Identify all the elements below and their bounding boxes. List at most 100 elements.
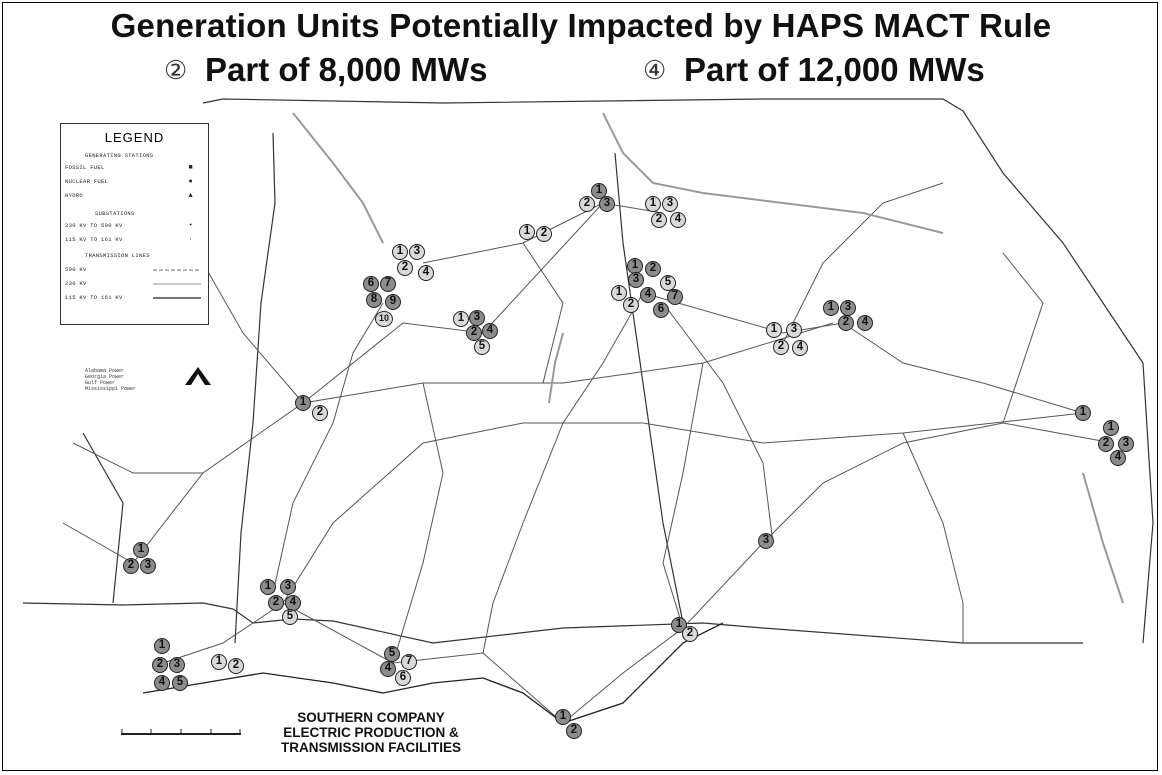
- legend-title: LEGEND: [104, 130, 165, 145]
- unit-marker: 5: [474, 339, 490, 355]
- legend-row-hydro: HYDRO▲: [65, 192, 193, 200]
- unit-marker: 3: [409, 244, 425, 260]
- unit-marker: 3: [169, 657, 185, 673]
- unit-marker: 1: [766, 322, 782, 338]
- hydro-triangle-icon: ▲: [188, 192, 193, 200]
- unit-marker: 1: [519, 224, 535, 240]
- unit-marker: 6: [395, 670, 411, 686]
- map-legend: LEGEND GENERATING STATIONS FOSSIL FUEL■ …: [60, 123, 209, 325]
- unit-marker: 4: [154, 675, 170, 691]
- unit-marker: 2: [228, 658, 244, 674]
- unit-marker: 2: [123, 558, 139, 574]
- legend-row-230kv: 230 KV: [65, 280, 87, 287]
- unit-marker: 1: [133, 542, 149, 558]
- unit-marker: 2: [152, 657, 168, 673]
- unit-marker: 3: [662, 196, 678, 212]
- nuclear-fuel-circle-icon: ●: [188, 178, 193, 186]
- unit-marker: 3: [1118, 436, 1134, 452]
- unit-marker: 6: [363, 276, 379, 292]
- unit-marker: 4: [482, 323, 498, 339]
- unit-marker: 5: [660, 275, 676, 291]
- legend-row-115-161kv-line: 115 KV TO 161 KV: [65, 294, 123, 301]
- company-line-3: TRANSMISSION FACILITIES: [280, 740, 461, 755]
- southern-company-logo-icon: [185, 367, 211, 385]
- unit-marker: 2: [566, 723, 582, 739]
- unit-marker: 3: [140, 558, 156, 574]
- map-base: [22, 98, 1154, 724]
- unit-marker: 1: [295, 395, 311, 411]
- unit-marker: 5: [282, 609, 298, 625]
- unit-marker: 3: [469, 310, 485, 326]
- unit-marker: 3: [599, 196, 615, 212]
- legend-row-transmission-lines: TRANSMISSION LINES: [85, 252, 150, 259]
- legend-row-500kv: 500 KV: [65, 266, 87, 273]
- legend-line-samples: [153, 269, 201, 299]
- unit-marker: 1: [591, 183, 607, 199]
- unit-marker: 2: [268, 595, 284, 611]
- unit-marker: 7: [380, 276, 396, 292]
- unit-marker: 5: [172, 675, 188, 691]
- unit-marker: 2: [773, 339, 789, 355]
- unit-marker: 2: [838, 315, 854, 331]
- unit-marker: 4: [1110, 450, 1126, 466]
- substation-small-dot-icon: ·: [188, 236, 193, 244]
- part-of-8000-symbol: ②: [164, 55, 188, 85]
- unit-marker: 4: [640, 287, 656, 303]
- map-title: Generation Units Potentially Impacted by…: [110, 7, 1052, 44]
- unit-marker: 3: [758, 533, 774, 549]
- part-of-8000-label: Part of 8,000 MWs: [205, 51, 488, 88]
- unit-marker: 9: [385, 294, 401, 310]
- scale-bar: [121, 725, 249, 759]
- unit-marker: 7: [667, 289, 683, 305]
- unit-marker: 4: [792, 340, 808, 356]
- coastline: [142, 622, 724, 724]
- part-of-12000-symbol: ④: [643, 55, 667, 85]
- unit-marker: 2: [623, 297, 639, 313]
- unit-marker: 1: [823, 300, 839, 316]
- unit-marker: 1: [260, 579, 276, 595]
- unit-marker: 7: [401, 654, 417, 670]
- legend-row-nuclear-fuel: NUCLEAR FUEL●: [65, 178, 193, 186]
- unit-marker: 3: [628, 272, 644, 288]
- unit-marker: 4: [380, 661, 396, 677]
- part-of-12000-label: Part of 12,000 MWs: [684, 51, 985, 88]
- unit-marker: 5: [384, 646, 400, 662]
- unit-marker: 2: [682, 626, 698, 642]
- fossil-fuel-square-icon: ■: [188, 164, 193, 172]
- unit-marker: 1: [453, 311, 469, 327]
- unit-marker: 1: [211, 654, 227, 670]
- unit-marker: 1: [154, 638, 170, 654]
- rivers-and-lakes: [292, 112, 1124, 604]
- unit-marker: 2: [397, 260, 413, 276]
- unit-marker: 8: [366, 292, 382, 308]
- unit-marker: 6: [653, 302, 669, 318]
- map-subtitle: ② Part of 8,000 MWs ④ Part of 12,000 MWs: [3, 51, 1157, 95]
- unit-marker: 1: [611, 285, 627, 301]
- unit-marker: 1: [645, 196, 661, 212]
- legend-row-generating-stations: GENERATING STATIONS: [85, 152, 154, 159]
- unit-marker: 2: [645, 261, 661, 277]
- legend-row-115-161kv-sub: 115 KV TO 161 KV·: [65, 236, 193, 244]
- unit-marker: 2: [466, 325, 482, 341]
- legend-row-fossil-fuel: FOSSIL FUEL■: [65, 164, 193, 172]
- unit-marker: 3: [786, 322, 802, 338]
- unit-marker: 1: [392, 244, 408, 260]
- unit-marker: 10: [375, 311, 393, 327]
- unit-marker: 3: [840, 300, 856, 316]
- unit-marker: 2: [1098, 436, 1114, 452]
- unit-marker: 1: [1075, 405, 1091, 421]
- unit-marker: 2: [536, 226, 552, 242]
- unit-marker: 2: [651, 212, 667, 228]
- unit-marker: 1: [1103, 420, 1119, 436]
- unit-marker: 2: [579, 196, 595, 212]
- legend-row-substations: SUBSTATIONS: [95, 210, 135, 217]
- substation-large-dot-icon: •: [188, 222, 193, 230]
- company-caption: SOUTHERN COMPANY ELECTRIC PRODUCTION & T…: [261, 710, 481, 755]
- legend-row-230-500kv: 230 KV TO 500 KV•: [65, 222, 193, 230]
- company-line-2: ELECTRIC PRODUCTION &: [283, 725, 459, 740]
- unit-marker: 4: [418, 265, 434, 281]
- unit-marker: 2: [312, 405, 328, 421]
- unit-marker: 4: [670, 212, 686, 228]
